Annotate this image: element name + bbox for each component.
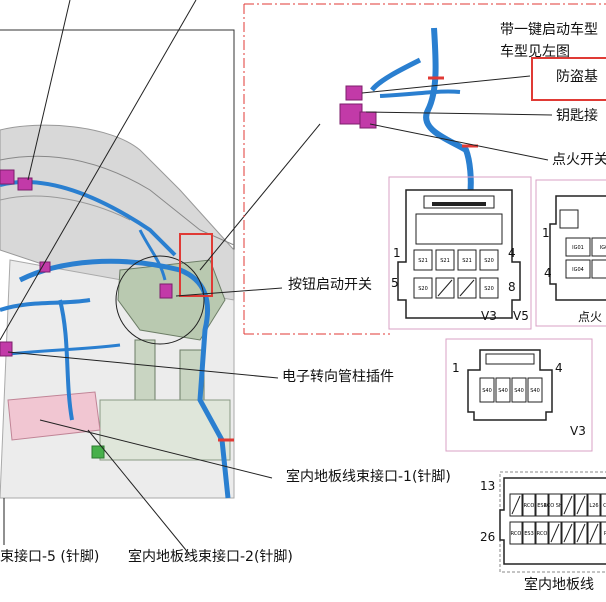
conn-a-cavity-blank — [459, 279, 475, 297]
zoom-circle — [115, 255, 205, 345]
highlight-box — [179, 233, 213, 297]
detail-harness — [423, 27, 474, 197]
conn-d-cavity-top-label: ES3 — [537, 503, 547, 509]
conn-a-cavity-label: S20 — [484, 286, 494, 292]
conn-c-pin-4: 4 — [555, 361, 563, 375]
conn-d-cavity-top — [600, 493, 606, 517]
label-esc-connector: 电子转向管柱插件 — [282, 369, 394, 385]
label-floor-harness-1: 室内地板线束接口-1(针脚) — [286, 469, 451, 485]
connector-d-housing — [499, 477, 606, 565]
connector-marker — [0, 169, 15, 185]
conn-d-cavity-top-label: CLI — [603, 503, 606, 509]
conn-a-cavity-label: S20 — [418, 286, 428, 292]
label-button-start: 按钮启动开关 — [288, 277, 372, 293]
conn-a-pin-1: 1 — [393, 246, 401, 260]
conn-a-cavity-label: S21 — [462, 258, 472, 264]
conn-d-cavity-bottom-blank — [589, 523, 599, 543]
conn-d-cavity-bottom-label: ES3 — [524, 531, 534, 537]
connector-c-cells: S40 S40 S40 S40 — [479, 377, 543, 403]
label-one-key-model: 带一键启动车型 — [500, 22, 598, 38]
conn-c-cavity — [511, 377, 527, 403]
conn-a-cavity — [413, 277, 433, 299]
conn-d-cavity-top — [587, 493, 601, 517]
conn-d-cavity-top-blank — [511, 495, 521, 515]
conn-b-cavity — [591, 237, 606, 257]
conn-d-cavity-bottom-label: RCO — [511, 531, 522, 537]
conn-d-pin-26: 26 — [480, 530, 496, 544]
conn-b-cavity — [565, 237, 591, 257]
conn-a-tag-v3: V3 — [481, 309, 497, 323]
conn-b-cavity-label: IG01 — [572, 245, 584, 251]
conn-d-cavity-bottom-blank — [563, 523, 573, 543]
conn-a-cavity-label: S21 — [440, 258, 450, 264]
conn-d-cavity-bottom-blank — [576, 523, 586, 543]
ecu-box — [7, 391, 101, 441]
conn-b-cavity — [591, 259, 606, 279]
conn-c-cavity-label: S40 — [498, 388, 508, 394]
conn-a-cavity-blank — [437, 279, 453, 297]
conn-a-cavity — [435, 249, 455, 271]
conn-c-cavity-label: S40 — [482, 388, 492, 394]
conn-c-cavity — [495, 377, 511, 403]
conn-a-tag-v5: V5 — [513, 309, 529, 323]
connector-b-cells: IG01 IG0IG04 — [565, 237, 606, 279]
conn-b-cavity-label: IG0 — [600, 245, 606, 251]
conn-b-cavity — [565, 259, 591, 279]
conn-c-cavity-label: S40 — [530, 388, 540, 394]
connector-b-frame — [535, 179, 606, 327]
conn-b-caption: 点火 — [578, 310, 603, 324]
conn-c-tag-v3: V3 — [570, 424, 586, 438]
conn-c-pin-1: 1 — [452, 361, 460, 375]
conn-a-cavity-label: S21 — [418, 258, 428, 264]
conn-d-cavity-top-blank — [563, 495, 573, 515]
conn-c-cavity — [527, 377, 543, 403]
conn-d-cavity-top-label: RCO SHD — [543, 503, 566, 509]
conn-c-cavity-label: S40 — [514, 388, 524, 394]
harness-upper — [0, 180, 177, 257]
conn-a-cavity — [457, 249, 477, 271]
conn-d-cavity-bottom-label: RCO — [537, 531, 548, 537]
conn-c-cavity — [479, 377, 495, 403]
connector-a-frame — [388, 176, 532, 330]
label-ignition-switch: 点火开关 — [552, 152, 606, 168]
detail-connector — [345, 85, 363, 101]
conn-d-cavity-top — [535, 493, 549, 517]
conn-d-cavity-top — [548, 493, 562, 517]
green-connector — [91, 445, 105, 459]
conn-d-pin-13: 13 — [480, 479, 496, 493]
conn-a-pin-5: 5 — [391, 276, 399, 290]
conn-a-cavity — [413, 249, 433, 271]
label-floor-harness-5: 束接口-5 (针脚) — [0, 549, 100, 565]
conn-b-pin-4: 4 — [544, 266, 552, 280]
conn-d-cavity-bottom — [535, 521, 549, 545]
conn-d-cavity-bottom — [509, 521, 523, 545]
conn-b-cavity-label: IG04 — [572, 267, 584, 273]
conn-d-cavity-bottom-label: P1 — [604, 531, 606, 537]
connector-c-frame — [445, 338, 593, 452]
conn-d-cavity-top-label: RCO — [524, 503, 535, 509]
label-floor-harness-bottom: 室内地板线 — [524, 577, 594, 593]
conn-d-cavity-top — [522, 493, 536, 517]
conn-d-cavity-bottom-blank — [550, 523, 560, 543]
conn-d-cavity-top-blank — [576, 495, 586, 515]
label-model-see-left: 车型见左图 — [500, 44, 570, 60]
anti-theft-highlight — [531, 57, 606, 101]
label-floor-harness-2: 室内地板线束接口-2(针脚) — [128, 549, 293, 565]
conn-d-cavity-top-label: L26 — [589, 503, 598, 509]
conn-d-cavity-bottom — [522, 521, 536, 545]
conn-a-cavity — [479, 277, 499, 299]
conn-a-cavity-label: S20 — [484, 258, 494, 264]
conn-a-cavity — [479, 249, 499, 271]
conn-b-pin-1: 1 — [542, 226, 550, 240]
conn-a-pin-8: 8 — [508, 280, 516, 294]
label-anti-theft: 防盗基 — [556, 69, 598, 85]
label-key-connector: 钥匙接 — [556, 108, 598, 124]
conn-a-pin-4: 4 — [508, 246, 516, 260]
conn-d-cavity-bottom — [600, 521, 606, 545]
